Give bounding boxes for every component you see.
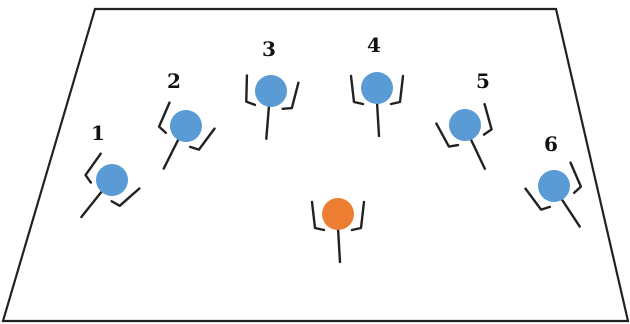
chair-back — [157, 101, 216, 151]
seat-figure-5 — [435, 102, 493, 170]
chair-stem — [80, 189, 104, 219]
seat-number-3: 3 — [262, 37, 276, 61]
chair-stem — [375, 100, 381, 138]
chair-back — [310, 200, 366, 232]
person-head — [170, 110, 202, 142]
person-head — [538, 170, 570, 202]
seat-number-6: 6 — [544, 132, 558, 156]
chair-stem — [162, 136, 181, 170]
person-head — [449, 109, 481, 141]
chair-stem — [336, 226, 342, 264]
center-figure — [310, 198, 366, 264]
seat-figure-3 — [245, 74, 300, 141]
seat-figure-6 — [524, 161, 583, 228]
person-head — [96, 164, 128, 196]
seat-figure-2 — [157, 101, 216, 170]
chair-back — [435, 102, 493, 148]
seat-number-1: 1 — [91, 121, 105, 145]
person-head — [322, 198, 354, 230]
chair-back — [245, 74, 300, 110]
seat-figure-1 — [80, 152, 141, 219]
person-head — [361, 72, 393, 104]
person-head — [255, 75, 287, 107]
chair-back — [84, 152, 141, 207]
chair-back — [524, 161, 583, 211]
chair-back — [349, 74, 405, 106]
chair-stem — [265, 103, 271, 141]
seat-number-2: 2 — [167, 69, 181, 93]
chair-stem — [559, 196, 581, 228]
figures-layer: 1 2 3 4 5 6 — [80, 33, 583, 264]
floor-area — [1, 7, 630, 323]
seat-number-4: 4 — [367, 33, 381, 57]
chair-stem — [469, 136, 487, 170]
seat-figure-4 — [349, 72, 405, 138]
seat-number-5: 5 — [476, 69, 490, 93]
